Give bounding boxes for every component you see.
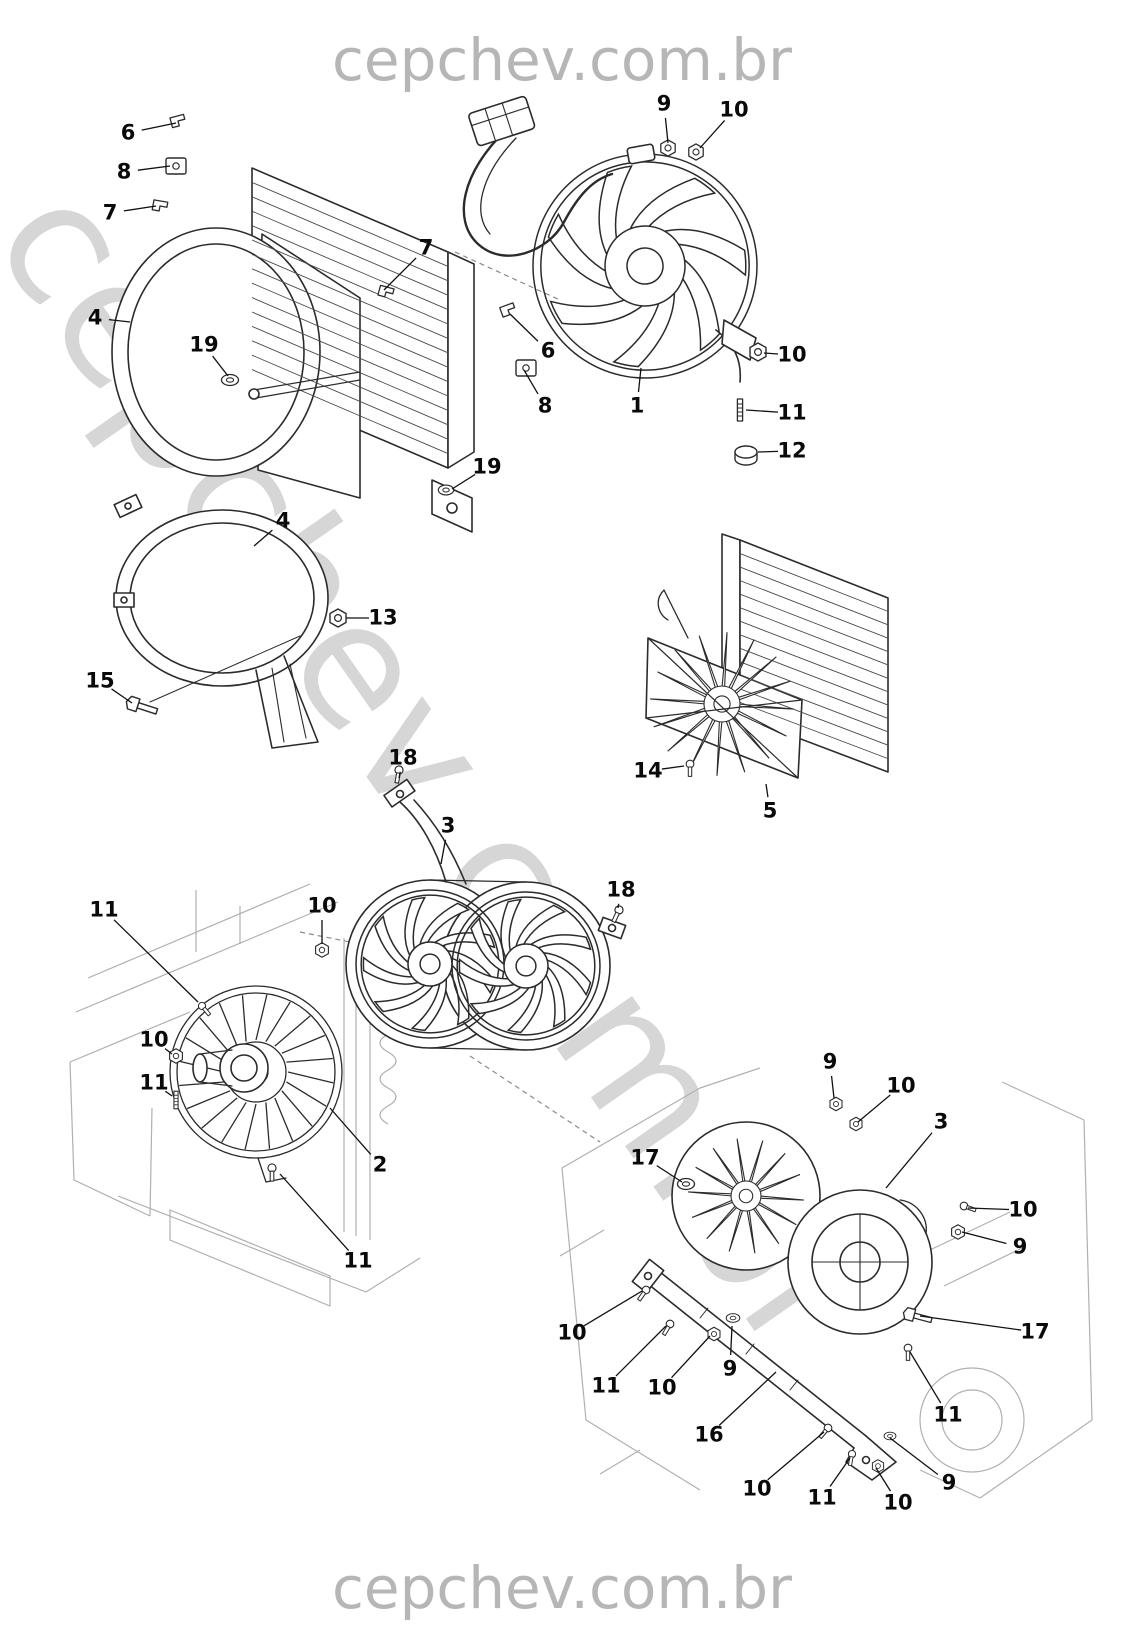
- part-1-fan-assembly: [462, 95, 767, 466]
- part-3-dual-fan-module: [383, 764, 627, 1051]
- leader-lines: [108, 117, 1022, 1492]
- part-2-fan-motor: [168, 942, 330, 1183]
- part-details: [113, 95, 978, 1481]
- part-3-fan-module-installed: [631, 1096, 978, 1481]
- part-4-shroud-upper: [151, 113, 537, 533]
- fans-and-cores: [169, 153, 889, 1254]
- part-4-shroud-ring-lower: [113, 493, 347, 749]
- base-shapes: [111, 167, 933, 1335]
- part-5-fan-and-radiator: [645, 589, 803, 779]
